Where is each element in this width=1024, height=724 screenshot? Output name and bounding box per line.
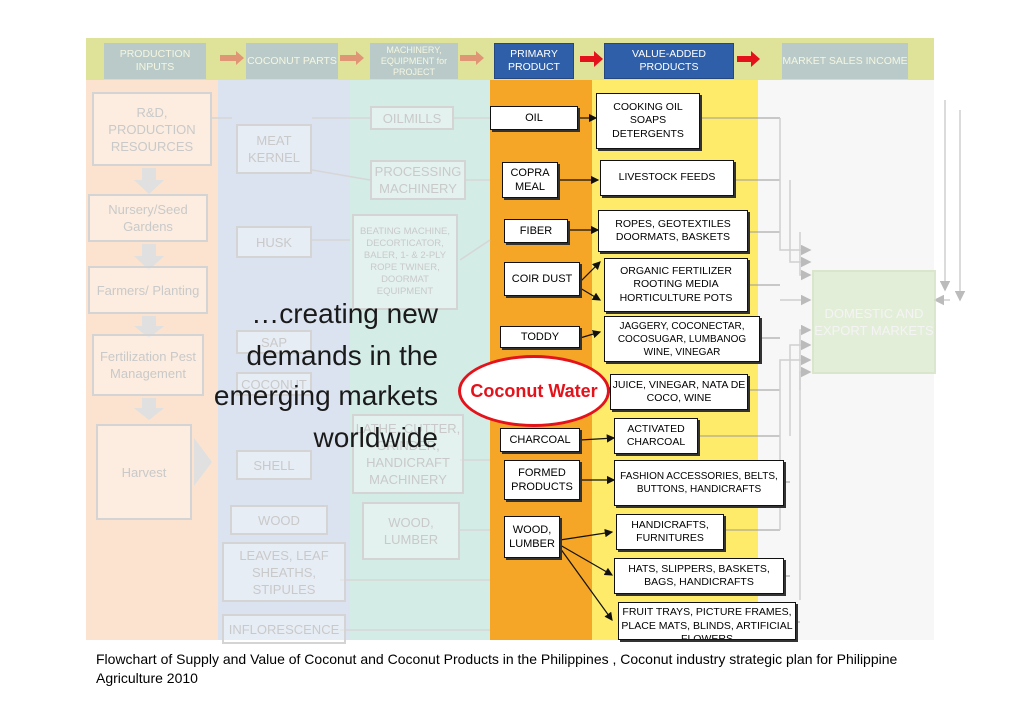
machinery-beating: BEATING MACHINE, DECORTICATOR, BALER, 1-… [352,214,458,310]
value-fruit-trays: FRUIT TRAYS, PICTURE FRAMES, PLACE MATS,… [618,602,796,640]
input-rnd: R&D, PRODUCTION RESOURCES [92,92,212,166]
input-fertilization: Fertilization Pest Management [92,334,204,396]
primary-coir-dust: COIR DUST [504,262,580,296]
value-juice: JUICE, VINEGAR, NATA DE COCO, WINE [610,374,748,410]
primary-charcoal: CHARCOAL [500,428,580,452]
figure-caption: Flowchart of Supply and Value of Coconut… [96,651,898,686]
header-production-inputs: PRODUCTION INPUTS [104,43,206,79]
machinery-band [350,80,490,640]
part-wood: WOOD [230,505,328,535]
input-farmers: Farmers/ Planting [88,266,208,314]
input-nursery: Nursery/Seed Gardens [88,194,208,242]
value-livestock-feeds: LIVESTOCK FEEDS [600,160,734,196]
value-cooking-oil: COOKING OIL SOAPS DETERGENTS [596,93,700,149]
header-market-sales: MARKET SALES INCOME [782,43,908,79]
header-value-added: VALUE-ADDED PRODUCTS [604,43,734,79]
value-handicrafts-furnitures: HANDICRAFTS, FURNITURES [616,514,724,550]
header-primary-product: PRIMARY PRODUCT [494,43,574,79]
primary-fiber: FIBER [504,219,568,243]
machinery-oilmills: OILMILLS [370,106,454,130]
primary-oil: OIL [490,106,578,130]
overlay-line-1: …creating new [251,298,438,329]
value-organic-fertilizer: ORGANIC FERTILIZER ROOTING MEDIA HORTICU… [604,258,748,312]
value-activated-charcoal: ACTIVATED CHARCOAL [614,418,698,454]
value-fashion-accessories: FASHION ACCESSORIES, BELTS, BUTTONS, HAN… [614,460,784,506]
overlay-line-2: demands in the [246,340,438,371]
overlay-line-3: emerging markets [213,380,438,411]
part-sap: SAP [236,330,312,354]
part-shell: SHELL [236,450,312,480]
part-husk: HUSK [236,226,312,258]
primary-wood-lumber: WOOD, LUMBER [504,516,560,558]
coconut-water-oval: Coconut Water [458,355,610,427]
primary-copra-meal: COPRA MEAL [502,162,558,198]
machinery-wood: WOOD, LUMBER [362,502,460,560]
header-coconut-parts: COCONUT PARTS [246,43,338,79]
primary-formed-products: FORMED PRODUCTS [504,460,580,500]
value-jaggery: JAGGERY, COCONECTAR, COCOSUGAR, LUMBANOG… [604,316,760,362]
machinery-lathe: LATHE, CUTTER, GRINDER, HANDICRAFT MACHI… [352,414,464,494]
part-leaves: LEAVES, LEAF SHEATHS, STIPULES [222,542,346,602]
part-meat-kernel: MEAT KERNEL [236,124,312,174]
machinery-processing: PROCESSING MACHINERY [370,160,466,200]
header-machinery: MACHINERY, EQUIPMENT for PROJECT [370,43,458,79]
input-harvest: Harvest [96,424,192,520]
value-hats-slippers: HATS, SLIPPERS, BASKETS, BAGS, HANDICRAF… [614,558,784,594]
value-ropes: ROPES, GEOTEXTILES DOORMATS, BASKETS [598,210,748,252]
part-inflorescence: INFLORESCENCE [222,614,346,644]
part-coconut: COCONUT [236,372,312,396]
market-domestic-export: DOMESTIC AND EXPORT MARKETS [812,270,936,374]
primary-toddy: TODDY [500,326,580,348]
overlay-line-4: worldwide [313,422,439,453]
